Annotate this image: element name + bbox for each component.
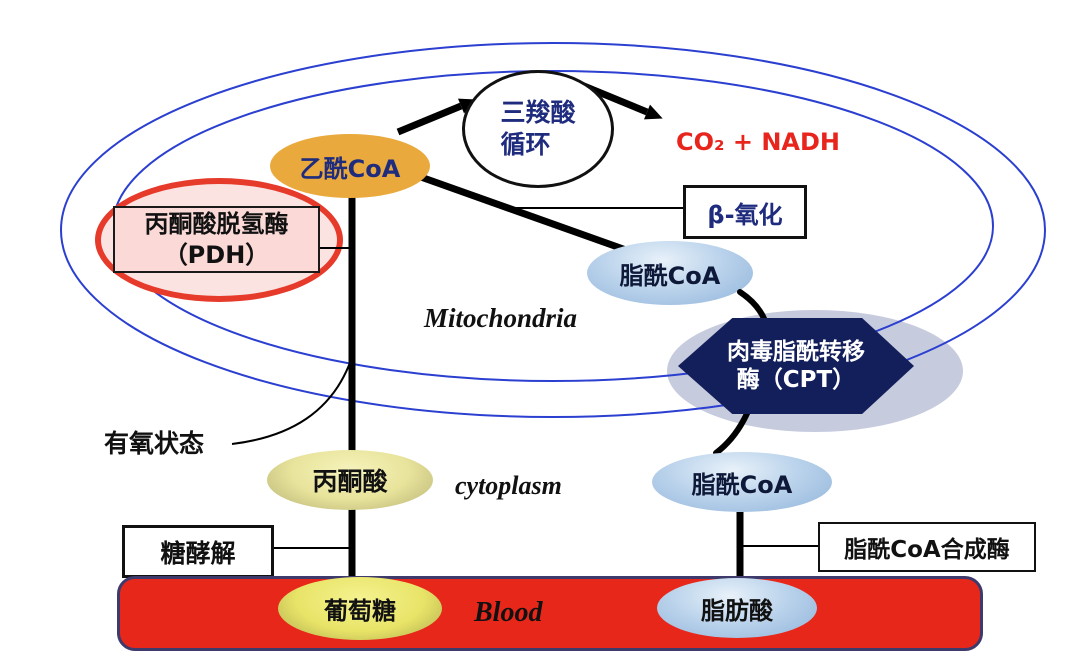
tca-cycle-node: 三羧酸 循环 bbox=[462, 70, 614, 188]
fatty-acid-label: 脂肪酸 bbox=[701, 596, 773, 625]
glycolysis-label: 糖酵解 bbox=[160, 538, 236, 568]
beta-oxidation-label: β-氧化 bbox=[707, 200, 783, 229]
acetyl-coa-label: 乙酰CoA bbox=[299, 154, 401, 183]
acetyl-to-tca-arrow-line bbox=[396, 102, 463, 136]
glycolysis-box: 糖酵解 bbox=[122, 525, 274, 578]
pyruvate-label: 丙酮酸 bbox=[312, 467, 388, 496]
beta-oxidation-box: β-氧化 bbox=[683, 185, 807, 239]
beta-oxidation-pathway-line bbox=[416, 172, 628, 254]
cpt-enzyme-node: 肉毒脂酰转移 酶（CPT） bbox=[678, 318, 914, 414]
cpt-label-line2: 酶（CPT） bbox=[736, 367, 856, 393]
acyl-coa-mito-label: 脂酰CoA bbox=[619, 261, 721, 290]
glucose-node: 葡萄糖 bbox=[278, 577, 442, 640]
mitochondria-label: Mitochondria bbox=[424, 303, 578, 333]
cpt-label-line1: 肉毒脂酰转移 bbox=[727, 339, 865, 365]
tca-label-line1: 三羧酸 bbox=[500, 98, 576, 127]
acyl-coa-synthetase-box: 脂酰CoA合成酶 bbox=[818, 522, 1036, 572]
acyl-coa-synthetase-label: 脂酰CoA合成酶 bbox=[844, 537, 1010, 563]
pyruvate-node: 丙酮酸 bbox=[267, 450, 433, 510]
blood-label: Blood bbox=[474, 597, 543, 628]
glucose-label: 葡萄糖 bbox=[324, 597, 396, 625]
aerobic-connector-curve bbox=[231, 359, 352, 445]
blood-band bbox=[117, 576, 983, 651]
pdh-label-line1: 丙酮酸脱氢酶 bbox=[144, 209, 289, 238]
cytoplasm-label: cytoplasm bbox=[455, 471, 562, 500]
pdh-enzyme-box: 丙酮酸脱氢酶 （PDH） bbox=[113, 206, 320, 273]
aerobic-state-label: 有氧状态 bbox=[104, 429, 205, 458]
tca-to-co2-arrowhead bbox=[644, 104, 663, 120]
acetyl-coa-node: 乙酰CoA bbox=[270, 134, 430, 198]
fatty-acid-node: 脂肪酸 bbox=[657, 578, 817, 638]
pdh-label-line2: （PDH） bbox=[163, 240, 270, 269]
acyl-coa-cyto-label: 脂酰CoA bbox=[691, 470, 793, 499]
tca-label-line2: 循环 bbox=[500, 130, 551, 159]
acyl-coa-cyto-node: 脂酰CoA bbox=[652, 452, 832, 512]
co2-nadh-label: CO₂ + NADH bbox=[676, 128, 841, 156]
acyl-coa-mito-node: 脂酰CoA bbox=[587, 241, 753, 305]
